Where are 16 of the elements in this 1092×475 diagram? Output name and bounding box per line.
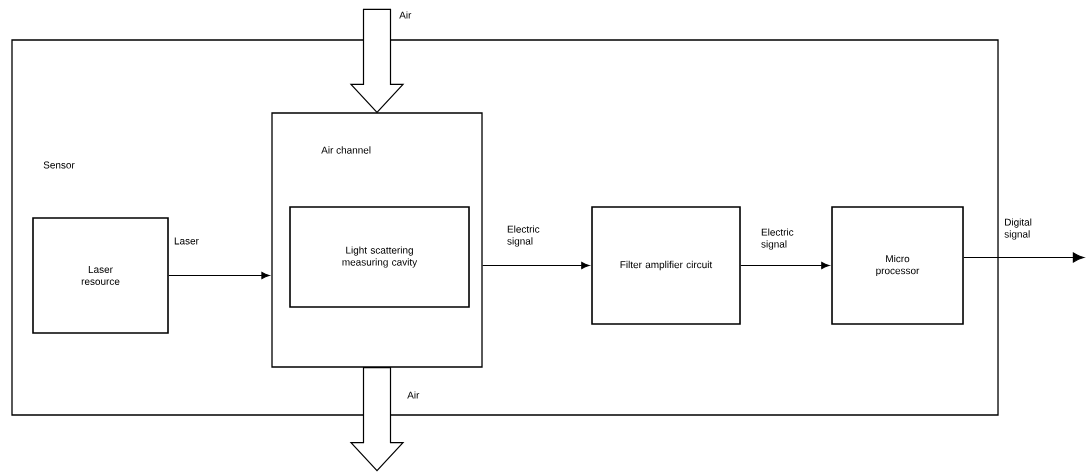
edge-label: Air xyxy=(407,391,420,399)
edge-label: Electric signal xyxy=(507,225,540,247)
edge-label: Air xyxy=(399,11,412,19)
arrow xyxy=(963,252,1085,263)
edge-label: Digital signal xyxy=(1004,218,1032,240)
block-arrow xyxy=(349,367,405,472)
process-box: Filter amplifier circuit xyxy=(591,206,741,325)
process-box: Micro processor xyxy=(831,206,964,325)
arrow xyxy=(482,261,590,270)
block-arrow xyxy=(349,8,405,114)
process-box: Light scattering measuring cavity xyxy=(289,206,470,308)
arrow xyxy=(168,271,270,280)
edge-label: Laser xyxy=(174,237,199,245)
arrow xyxy=(740,261,830,270)
edge-label: Electric signal xyxy=(761,228,794,250)
process-box: Laser resource xyxy=(32,217,169,334)
